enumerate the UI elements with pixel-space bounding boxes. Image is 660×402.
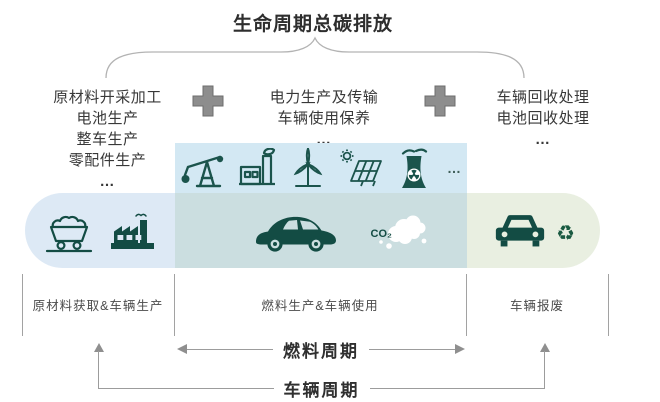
stage-label-production: 原材料获取&车辆生产 <box>32 299 164 313</box>
lifecycle-pill: CO₂ ♻ <box>25 193 600 268</box>
ellipsis: … <box>447 160 462 176</box>
column-line: 车辆回收处理 <box>496 89 590 106</box>
column-line: 电池回收处理 <box>496 110 590 127</box>
car-side-icon <box>255 216 336 252</box>
car-front-icon <box>495 214 545 246</box>
arrow-line <box>369 348 455 350</box>
factory-icon <box>239 148 276 186</box>
vehicle-cycle-arrow: 车辆周期 <box>98 378 545 401</box>
wind-turbine-icon <box>293 148 323 187</box>
factory-icon <box>111 213 154 249</box>
diagram-title: 生命周期总碳排放 <box>232 13 393 35</box>
column-use-items: 电力生产及传输 车辆使用保养 … <box>244 87 404 150</box>
arrowhead-right-icon <box>455 344 465 354</box>
nuclear-plant-icon <box>401 148 428 188</box>
column-production-items: 原材料开采加工 电池生产 整车生产 零配件生产 … <box>25 87 190 192</box>
column-line: 零配件生产 <box>68 152 147 169</box>
ellipsis: … <box>99 173 116 190</box>
column-line: 原材料开采加工 <box>53 89 162 106</box>
solar-panel-icon <box>340 149 382 187</box>
co2-cloud: CO₂ <box>368 208 430 254</box>
arrow-riser <box>98 351 99 388</box>
mine-cart-icon <box>45 215 93 252</box>
arrowhead-up-icon <box>93 343 104 352</box>
column-line: 整车生产 <box>76 131 139 148</box>
stage-divider <box>608 274 609 336</box>
arrow-line <box>98 387 274 389</box>
stage-label-scrap: 车辆报废 <box>509 299 564 313</box>
arrow-line <box>369 387 545 389</box>
fuel-cycle-label: 燃料周期 <box>283 341 359 362</box>
stage-divider <box>466 274 467 336</box>
stage-divider <box>22 274 23 336</box>
arrow-line <box>187 348 273 350</box>
energy-icons-band: … <box>175 143 467 193</box>
pill-section-use: CO₂ <box>175 193 467 268</box>
brace-curve <box>105 36 525 79</box>
column-recycle-items: 车辆回收处理 电池回收处理 … <box>463 87 623 150</box>
arrow-riser <box>544 351 545 388</box>
column-line: 电池生产 <box>76 110 139 127</box>
arrowhead-up-icon <box>539 343 550 352</box>
pill-section-production <box>25 193 175 268</box>
plus-icon <box>424 85 456 117</box>
plus-icon <box>192 85 224 117</box>
recycle-icon: ♻ <box>556 221 575 245</box>
oil-pump-icon <box>181 155 224 188</box>
stage-label-use: 燃料生产&车辆使用 <box>261 299 379 313</box>
ellipsis: … <box>535 131 551 148</box>
column-line: 车辆使用保养 <box>277 110 371 127</box>
arrowhead-left-icon <box>177 344 187 354</box>
stage-divider <box>174 274 175 336</box>
column-line: 电力生产及传输 <box>269 89 379 106</box>
fuel-cycle-arrow: 燃料周期 <box>177 339 465 362</box>
co2-label: CO₂ <box>370 227 392 240</box>
pill-section-recycle: ♻ <box>467 193 600 268</box>
vehicle-cycle-label: 车辆周期 <box>283 380 360 401</box>
